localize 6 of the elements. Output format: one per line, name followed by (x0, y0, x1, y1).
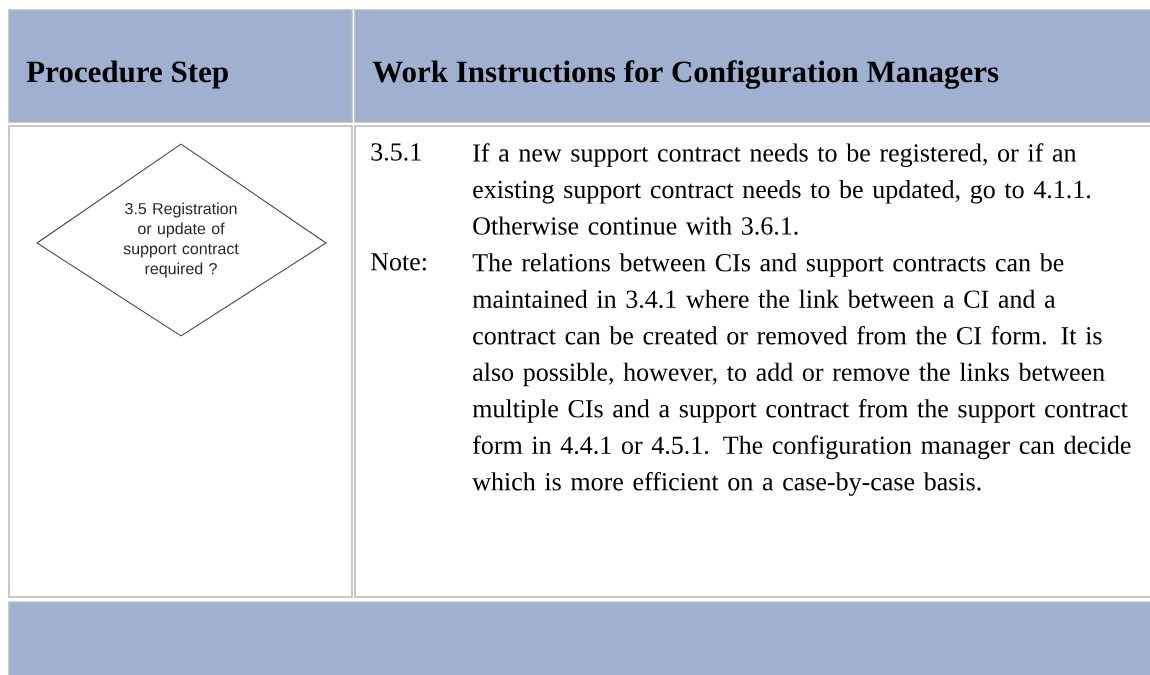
header-text: Work Instructions for Configuration Managers (372, 60, 999, 89)
note-label: Note: (370, 253, 426, 271)
header-text: Procedure Step (26, 60, 228, 89)
step-number: 3.5.1 (371, 143, 421, 161)
instruction-text: If a new support contract needs to be registered, or if an existing support contract needs to be updated, go to 4.1.1. Otherwise continue with 3.6.1. (473, 143, 1091, 235)
note-text: The relations between CIs and support contracts can be maintained in 3.4.1 where the link between a CI and a contract can be created or removed from the CI form. It is also possible, however, to add or remove the links between multiple CIs and a support contract from the support contract form in 4.4.1 or 4.5.1. The configuration manager can decide which is more efficient on a case-by-case basis. (472, 253, 1131, 496)
